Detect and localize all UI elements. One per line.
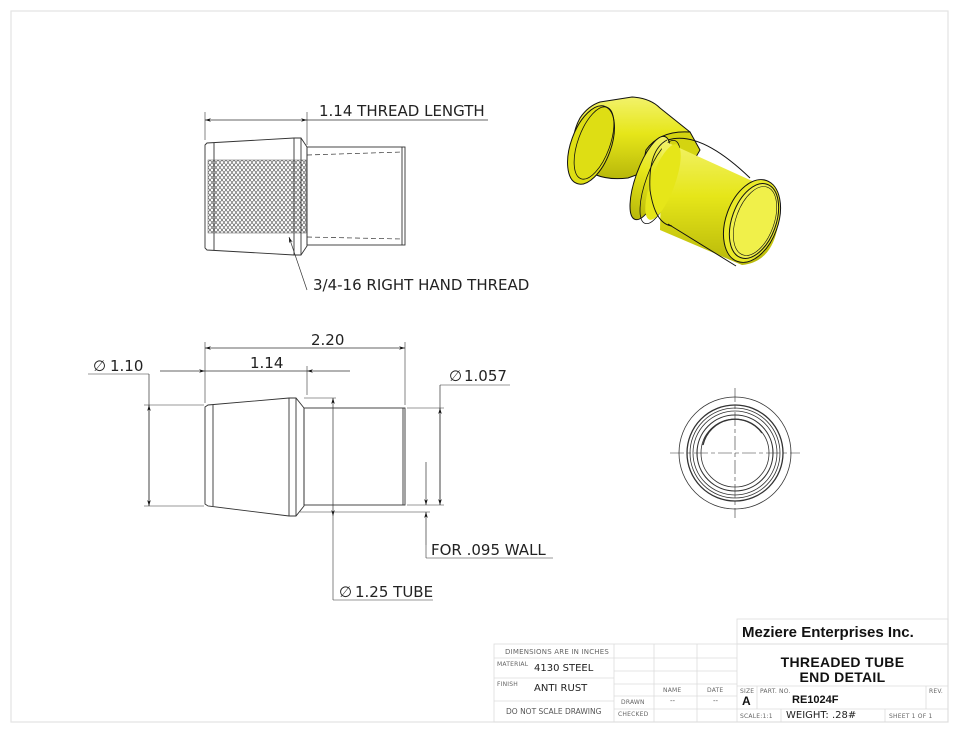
weight-value: WEIGHT: .28# xyxy=(786,710,857,721)
scale-warning: DO NOT SCALE DRAWING xyxy=(506,707,602,716)
part-number: RE1024F xyxy=(792,694,839,706)
material-label: MATERIAL xyxy=(497,661,529,668)
diameter-symbol-large: ∅ xyxy=(93,357,106,375)
tube-diameter-note: 1.25 TUBE xyxy=(355,583,433,601)
units-note: DIMENSIONS ARE IN INCHES xyxy=(505,648,610,656)
finish-value: ANTI RUST xyxy=(534,683,588,694)
sheet-number: SHEET 1 OF 1 xyxy=(889,713,933,720)
date-header: DATE xyxy=(707,687,724,694)
size-value: A xyxy=(742,694,751,708)
diameter-small-dimension: 1.057 xyxy=(464,367,507,385)
part-no-label: PART. NO. xyxy=(760,688,791,695)
title-block-grid xyxy=(493,618,949,723)
size-label: SIZE xyxy=(740,688,755,695)
section-view xyxy=(88,342,553,601)
drawing-title-line2: END DETAIL xyxy=(799,669,886,685)
drawn-date: -- xyxy=(713,697,719,705)
sheet-border xyxy=(10,10,949,723)
thread-callout: 3/4-16 RIGHT HAND THREAD xyxy=(313,276,529,294)
company-name: Meziere Enterprises Inc. xyxy=(742,624,914,641)
rev-label: REV. xyxy=(929,688,943,695)
checked-label: CHECKED xyxy=(618,711,649,718)
finish-label: FINISH xyxy=(497,681,518,688)
scale-label: SCALE:1:1 xyxy=(740,713,773,720)
drawn-label: DRAWN xyxy=(621,699,645,706)
name-header: NAME xyxy=(663,687,682,694)
end-view xyxy=(670,388,800,518)
diameter-symbol-small: ∅ xyxy=(449,367,462,385)
overall-length-dimension: 2.20 xyxy=(311,331,344,349)
section-length-dimension: 1.14 xyxy=(250,354,283,372)
wall-note: FOR .095 WALL xyxy=(431,541,546,559)
drawing-title: THREADED TUBE END DETAIL xyxy=(740,655,945,685)
diameter-large-dimension: 1.10 xyxy=(110,357,143,375)
material-value: 4130 STEEL xyxy=(534,663,594,674)
isometric-view xyxy=(567,96,782,267)
drawing-title-line1: THREADED TUBE xyxy=(780,654,905,670)
drawn-name: -- xyxy=(670,697,676,705)
diameter-symbol-tube: ∅ xyxy=(339,583,352,601)
thread-length-label: 1.14 THREAD LENGTH xyxy=(319,102,485,120)
thread-view xyxy=(204,112,488,291)
